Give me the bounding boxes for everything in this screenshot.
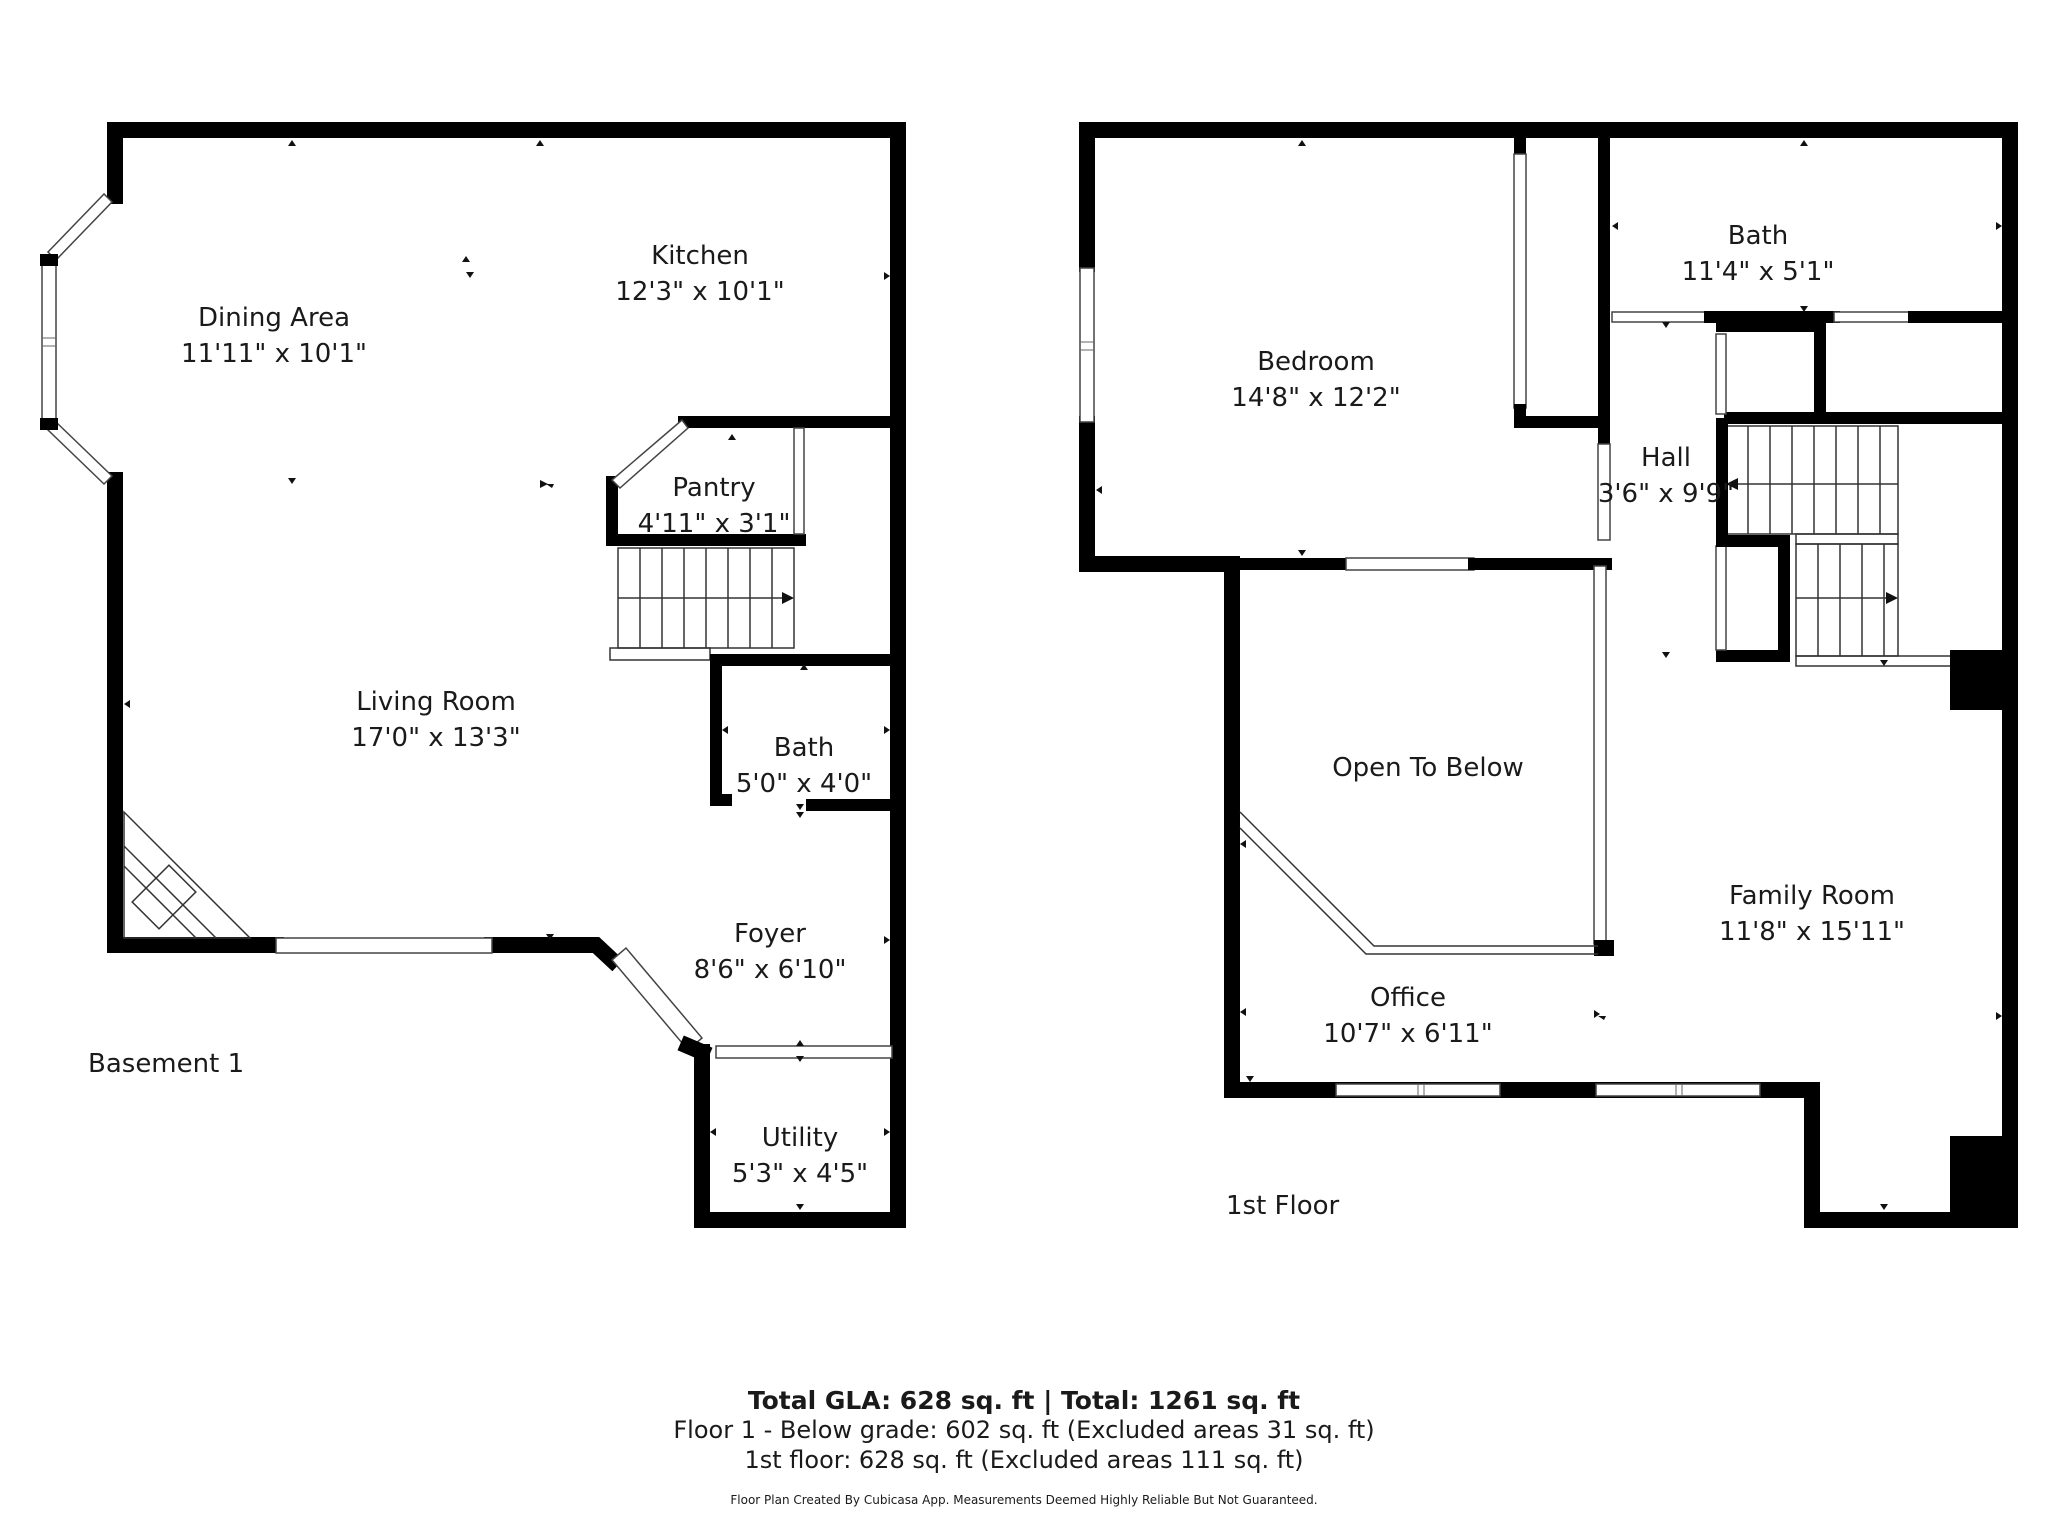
floor2-area: 1st floor: 628 sq. ft (Excluded areas 11… [744,1446,1304,1474]
window [715,1045,893,1059]
door [1833,311,1915,323]
room-dimensions: 10'7" x 6'11" [1323,1019,1492,1049]
railing [1239,827,1598,955]
floor-label: 1st Floor [1226,1191,1340,1221]
room-name: Open To Below [1332,753,1524,783]
wall [1716,535,1790,662]
wall [1079,122,2018,1228]
closet-door [1513,153,1527,409]
door [1715,333,1727,415]
room-dimensions: 3'6" x 9'9" [1598,479,1734,509]
pantry-window [793,427,805,535]
room-name: Kitchen [651,241,749,271]
wall [107,122,906,1228]
room-name: Hall [1641,443,1691,473]
door [1611,311,1711,323]
room-name: Utility [762,1123,838,1153]
column [1950,650,2010,710]
total-area-summary: Total GLA: 628 sq. ft | Total: 1261 sq. … [747,1386,1301,1415]
basement-stairs [609,547,795,661]
first-floor-plan: Bedroom 14'8" x 12'2" Bath 11'4" x 5'1" … [1079,122,2018,1228]
window [1595,1083,1761,1097]
pantry-window [610,418,690,490]
room-dimensions: 5'0" x 4'0" [736,769,872,799]
room-dimensions: 4'11" x 3'1" [638,509,791,539]
room-name: Office [1370,983,1446,1013]
room-dimensions: 12'3" x 10'1" [615,277,784,307]
window [1079,267,1095,423]
room-dimensions: 11'4" x 5'1" [1682,257,1835,287]
wall [1716,320,1826,424]
floor1-area: Floor 1 - Below grade: 602 sq. ft (Exclu… [673,1416,1375,1444]
railing [1593,565,1607,945]
wall [606,476,806,546]
window [275,937,493,954]
room-dimensions: 8'6" x 6'10" [694,955,847,985]
door [1715,545,1727,651]
bay-window [46,192,114,262]
wall [1079,416,1240,572]
door [1597,443,1611,541]
room-dimensions: 17'0" x 13'3" [351,723,520,753]
room-name: Dining Area [198,303,350,333]
room-name: Foyer [734,919,806,949]
room-dimensions: 11'8" x 15'11" [1719,917,1905,947]
room-name: Living Room [356,687,516,717]
basement-plan: Dining Area 11'11" x 10'1" Kitchen 12'3"… [40,122,906,1228]
wall [1514,404,1610,428]
room-name: Bath [774,733,834,763]
room-name: Bedroom [1257,347,1375,377]
room-name: Family Room [1729,881,1895,911]
wall [677,1035,713,1063]
bay-window [41,261,57,423]
wall [484,937,624,972]
room-dimensions: 14'8" x 12'2" [1231,383,1400,413]
wall [710,654,732,806]
wall [107,472,284,953]
angled-window [610,946,704,1052]
room-dimensions: 11'11" x 10'1" [181,339,367,369]
fireplace [123,810,252,939]
credit-note: Floor Plan Created By Cubicasa App. Meas… [730,1493,1318,1507]
railing [1239,811,1598,947]
room-dimensions: 5'3" x 4'5" [732,1159,868,1189]
room-name: Bath [1728,221,1788,251]
column [1950,1136,2010,1220]
bay-window [46,420,114,486]
room-name: Pantry [672,473,755,503]
floor-label: Basement 1 [88,1049,244,1079]
window [1345,557,1475,571]
